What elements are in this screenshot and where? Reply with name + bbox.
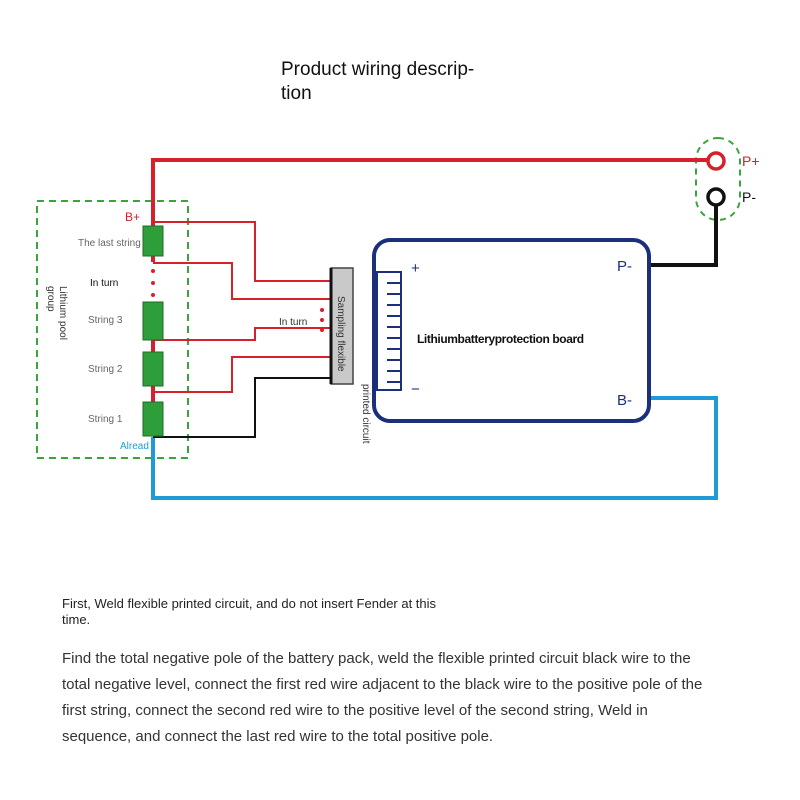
string-1-label: String 1 bbox=[88, 414, 123, 425]
board-b-minus-label: B- bbox=[617, 392, 632, 409]
sense-wire-last-string bbox=[153, 221, 333, 282]
p-minus-terminal bbox=[706, 187, 726, 207]
instructions-paragraph: Find the total negative pole of the batt… bbox=[62, 650, 703, 745]
pool-group-label-line1: Lithium pool bbox=[57, 286, 68, 340]
p-plus-terminal bbox=[706, 151, 726, 171]
pool-group-box bbox=[36, 200, 189, 459]
title-line-2: tion bbox=[281, 83, 312, 104]
board-minus-label: − bbox=[411, 381, 420, 398]
pool-group-label: Lithium pool group bbox=[45, 286, 68, 340]
cell-last-string bbox=[142, 225, 164, 257]
fpc-label-ext: printed circuit bbox=[360, 384, 371, 444]
board-connector-pins bbox=[387, 282, 401, 383]
fpc-label: Sampling flexible bbox=[335, 296, 346, 372]
cell-string-1 bbox=[142, 401, 164, 437]
in-turn-left-label: In turn bbox=[90, 278, 118, 289]
p-minus-label: P- bbox=[742, 189, 756, 205]
p-plus-label: P+ bbox=[742, 153, 760, 169]
sense-wire-string-3 bbox=[153, 327, 333, 341]
string-3-label: String 3 bbox=[88, 315, 123, 326]
cell-string-3 bbox=[142, 301, 164, 341]
b-plus-label: B+ bbox=[125, 210, 140, 224]
sense-wire-negative bbox=[153, 377, 333, 438]
main-negative-wire bbox=[151, 396, 718, 500]
protection-board bbox=[372, 238, 651, 423]
title-line-1: Product wiring descrip- bbox=[281, 59, 475, 80]
weld-note: First, Weld flexible printed circuit, an… bbox=[62, 596, 437, 627]
fpc-label-line2: printed circuit bbox=[360, 384, 371, 444]
string-dot bbox=[151, 293, 155, 297]
pool-group-label-line2: group bbox=[45, 286, 56, 312]
fpc-label-line1: Sampling flexible bbox=[335, 296, 346, 372]
diagram-title: Product wiring descrip- tion bbox=[281, 58, 531, 106]
board-p-minus-label: P- bbox=[617, 258, 632, 275]
sense-wire-in-turn bbox=[153, 262, 333, 300]
fpc-dot bbox=[320, 308, 324, 312]
board-plus-label: + bbox=[411, 260, 420, 277]
already-label: Alread bbox=[120, 441, 149, 452]
fpc-dot bbox=[320, 328, 324, 332]
cell-string-2 bbox=[142, 351, 164, 387]
fpc-dot bbox=[320, 318, 324, 322]
last-string-label: The last string bbox=[78, 238, 141, 249]
output-terminal-group bbox=[695, 137, 741, 221]
in-turn-right-label: In turn bbox=[279, 317, 307, 328]
sense-wire-string-2 bbox=[153, 356, 333, 393]
string-dot bbox=[151, 281, 155, 285]
main-positive-wire bbox=[151, 158, 708, 240]
string-2-label: String 2 bbox=[88, 364, 123, 375]
p-minus-wire bbox=[650, 196, 718, 267]
string-dot bbox=[151, 269, 155, 273]
board-name-label: Lithiumbatteryprotection board bbox=[417, 332, 584, 346]
board-connector bbox=[376, 271, 402, 391]
